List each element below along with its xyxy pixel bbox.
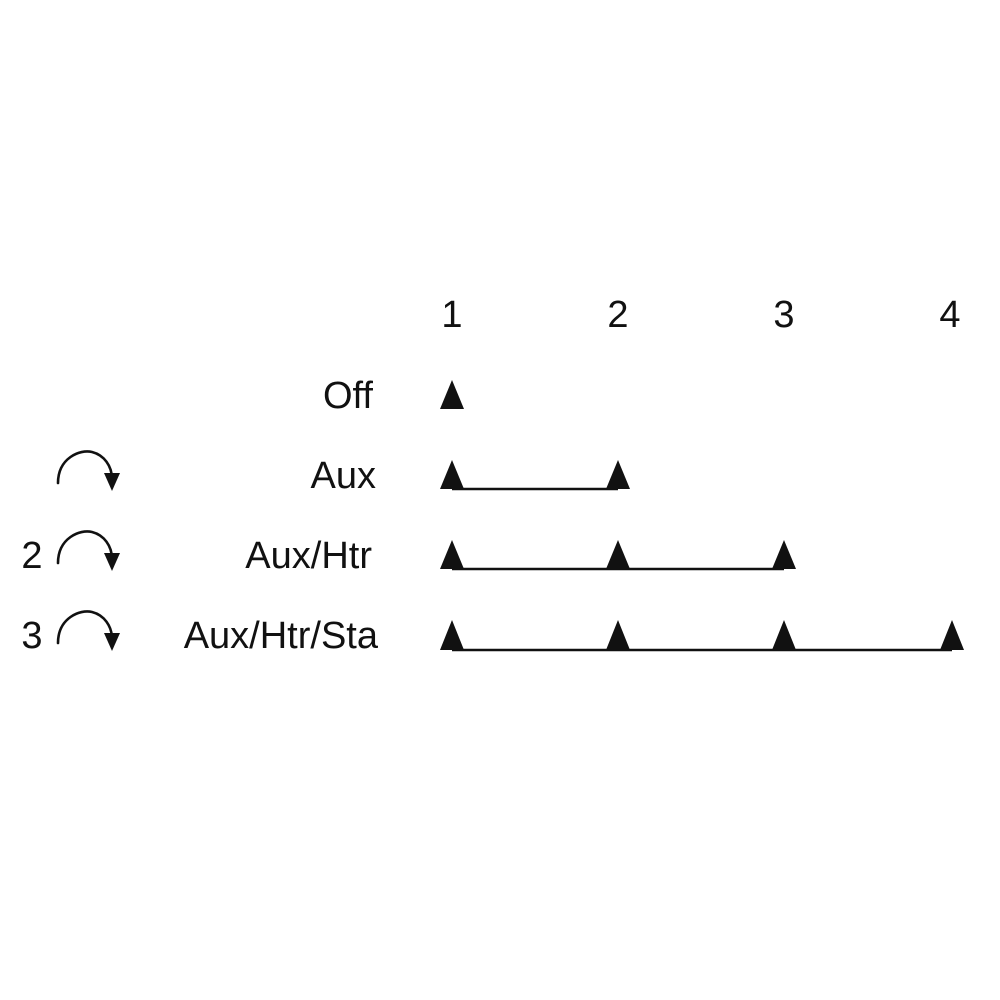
position-marker: [606, 540, 630, 569]
position-marker: [440, 620, 464, 650]
position-marker: [772, 620, 796, 650]
column-header-3: 3: [773, 294, 794, 336]
row-aux-htr-markers: [440, 540, 796, 571]
position-marker: [940, 620, 964, 650]
column-header-1: 1: [441, 294, 462, 336]
row-label-aux-htr: Aux/Htr: [245, 535, 372, 577]
row-label-aux: Aux: [311, 455, 376, 497]
row-label-off: Off: [323, 375, 373, 417]
clockwise-arrow-icon: [56, 530, 120, 571]
position-marker: [606, 620, 630, 650]
position-marker: [440, 460, 464, 489]
position-marker: [440, 380, 464, 409]
clockwise-arrow-icon: [56, 450, 120, 491]
position-marker: [440, 540, 464, 569]
step-count-3: 3: [21, 615, 42, 657]
column-header-4: 4: [939, 294, 960, 336]
column-headers: 1 2 3 4: [441, 294, 960, 336]
row-label-aux-htr-sta: Aux/Htr/Sta: [184, 615, 379, 657]
position-marker: [606, 460, 630, 489]
column-header-2: 2: [607, 294, 628, 336]
row-off-markers: [440, 380, 464, 409]
step-counts: 2 3: [21, 535, 42, 657]
row-aux-markers: [440, 460, 630, 491]
position-marker: [772, 540, 796, 569]
step-count-2: 2: [21, 535, 42, 577]
row-aux-htr-sta-markers: [440, 620, 964, 652]
row-labels: Off Aux Aux/Htr Aux/Htr/Sta: [184, 375, 379, 657]
rotation-icons: [56, 450, 120, 651]
clockwise-arrow-icon: [56, 610, 120, 651]
